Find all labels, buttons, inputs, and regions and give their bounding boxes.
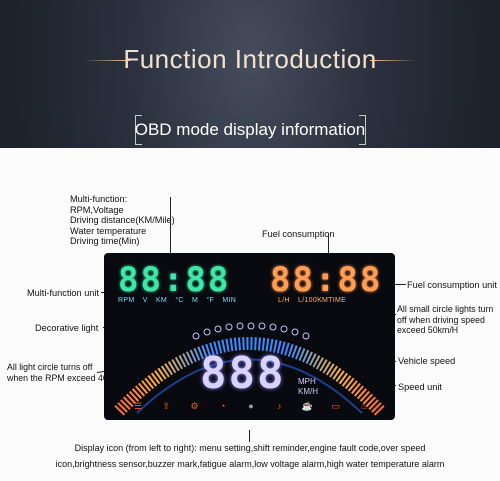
speed-digits: 888 [200, 348, 286, 399]
engine-fault-icon: ⚙ [190, 401, 199, 411]
decorative-light-annotation: Decorative light [35, 323, 99, 333]
decor-circle [258, 322, 266, 330]
decor-circle [192, 332, 200, 340]
rpm-arc [114, 337, 385, 416]
speed-unit-labels: MPH KM/H [298, 377, 318, 397]
unit-mph: MPH [298, 377, 316, 386]
multi-function-annotation: Multi-function: RPM,Voltage Driving dist… [70, 194, 175, 247]
multi-function-units: RPM V KM °C M °F MIN [118, 297, 242, 304]
page-title: Function Introduction [123, 44, 377, 74]
annotation-line: exceed 50km/H [397, 325, 459, 335]
subtitle-bracket-right [359, 115, 366, 145]
decor-circle [236, 322, 244, 330]
decor-circle [203, 328, 211, 336]
annotation-line: Driving distance(KM/Mile) [70, 215, 175, 225]
fatigue-alarm-icon: ☕ [301, 401, 314, 411]
unit-label: M [192, 297, 199, 304]
rpm-arc-gauge [114, 322, 385, 416]
display-icon-description: Display icon (from left to right): menu … [0, 440, 500, 472]
title-line-left [84, 60, 130, 61]
description-line: icon,brightness sensor,buzzer mark,fatig… [55, 459, 445, 469]
vehicle-speed-annotation: Vehicle speed [398, 356, 456, 366]
annotation-line: when the RPM exceed 4000r [7, 372, 121, 383]
annotation-line: All small circle lights turn [397, 304, 494, 314]
subtitle: OBD mode display information [134, 120, 366, 139]
unit-label: RPM [118, 297, 135, 304]
water-temperature-icon: ♨ [359, 401, 369, 411]
low-voltage-icon: ▭ [331, 401, 340, 411]
menu-setting-icon: ☰ [133, 401, 143, 411]
left-multi-function-digits: 88:88 [118, 260, 231, 300]
decorative-circles [192, 322, 310, 340]
annotation-line: Driving time(Min) [70, 236, 140, 246]
leader-line [170, 197, 171, 257]
status-icon-row: ☰ ⇪ ⚙ ◔ ● ♪ ☕ ▭ ♨ [131, 401, 371, 412]
light-circle-annotation: All light circle turns off when the RPM … [7, 362, 120, 383]
leader-line [249, 430, 250, 442]
speed-unit-annotation: Speed unit [398, 382, 442, 392]
decor-circle [247, 322, 255, 330]
annotation-line: RPM,Voltage [70, 204, 124, 215]
inner-arc [136, 358, 363, 414]
decor-circle [214, 325, 222, 333]
fuel-units: L/H L/100KMTIME [278, 297, 352, 304]
small-circle-annotation: All small circle lights turn off when dr… [397, 304, 493, 336]
decor-circle [225, 323, 233, 331]
hud-display: 88:88 88:88 RPM V KM °C M °F MIN L/H L/1… [104, 253, 395, 420]
leader-line [328, 233, 329, 257]
fuel-consumption-unit-annotation: Fuel consumption unit [407, 280, 497, 290]
buzzer-icon: ♪ [277, 401, 282, 411]
description-line: Display icon (from left to right): menu … [74, 443, 426, 453]
annotation-line: off when driving speed [397, 314, 485, 325]
subtitle-bracket-left [135, 115, 142, 145]
unit-label: KM [155, 297, 168, 304]
unit-kmh: KM/H [298, 387, 318, 396]
annotation-line: Water temperature [70, 225, 147, 236]
multi-function-unit-annotation: Multi-function unit [27, 288, 100, 298]
unit-label: °F [206, 297, 215, 304]
unit-label: °C [175, 297, 184, 304]
decor-circle [302, 332, 310, 340]
fuel-consumption-digits: 88:88 [270, 260, 383, 300]
shift-reminder-icon: ⇪ [162, 401, 171, 411]
annotation-line: Multi-function: [70, 194, 128, 204]
decor-circle [280, 325, 288, 333]
brightness-sensor-icon: ● [248, 401, 254, 411]
unit-label: L/100KMTIME [298, 297, 347, 304]
annotation-line: All light circle turns off [7, 362, 93, 372]
unit-label: MIN [222, 297, 237, 304]
decor-circle [269, 323, 277, 331]
decor-circle [291, 328, 299, 336]
unit-label: L/H [278, 297, 290, 304]
overspeed-icon: ◔ [220, 401, 226, 411]
title-line-right [370, 60, 416, 61]
unit-label: V [142, 297, 148, 304]
fuel-consumption-annotation: Fuel consumption [262, 229, 335, 239]
